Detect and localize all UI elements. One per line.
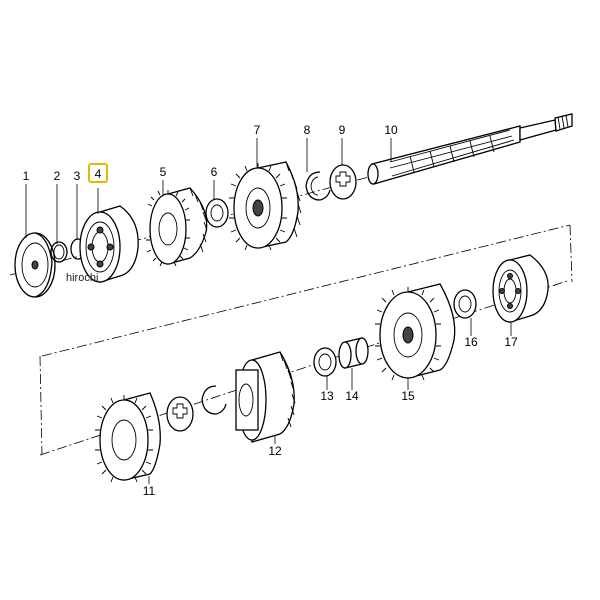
part-4-highlight-box — [88, 163, 108, 183]
label-part-16[interactable]: 16 — [464, 335, 478, 349]
part-7-large-gear[interactable] — [229, 161, 302, 251]
label-part-4[interactable]: 4 — [95, 167, 102, 181]
label-part-2[interactable]: 2 — [54, 169, 61, 183]
label-part-8[interactable]: 8 — [304, 123, 311, 137]
label-part-17[interactable]: 17 — [504, 335, 518, 349]
label-part-1[interactable]: 1 — [23, 169, 30, 183]
part-6-washer[interactable] — [205, 198, 229, 228]
row-connector-left — [39, 355, 43, 456]
label-part-14[interactable]: 14 — [345, 389, 359, 403]
label-part-12[interactable]: 12 — [268, 444, 282, 458]
label-part-9[interactable]: 9 — [339, 123, 346, 137]
part-15-large-gear[interactable] — [375, 283, 456, 381]
part-12-sliding-gear[interactable] — [235, 351, 296, 443]
row-connector-right — [569, 224, 573, 283]
label-part-7[interactable]: 7 — [254, 123, 261, 137]
part-lock-washer-lower[interactable] — [166, 396, 194, 432]
label-part-3[interactable]: 3 — [74, 169, 81, 183]
label-part-11[interactable]: 11 — [143, 484, 156, 498]
part-1-cover-cup[interactable] — [14, 232, 56, 298]
part-16-washer[interactable] — [453, 289, 477, 319]
part-10-main-shaft[interactable] — [367, 113, 573, 185]
part-circlip-lower[interactable] — [201, 385, 227, 415]
label-part-15[interactable]: 15 — [401, 389, 415, 403]
part-14-needle-bushing[interactable] — [338, 337, 369, 369]
label-part-5[interactable]: 5 — [160, 165, 167, 179]
row-connector-top — [41, 224, 571, 357]
label-part-6[interactable]: 6 — [211, 165, 218, 179]
label-part-10[interactable]: 10 — [384, 123, 398, 137]
part-8-circlip[interactable] — [305, 171, 331, 201]
label-part-13[interactable]: 13 — [320, 389, 334, 403]
part-11-gear[interactable] — [95, 392, 161, 483]
part-13-washer[interactable] — [313, 347, 337, 377]
part-2-circlip[interactable] — [50, 241, 68, 263]
part-5-small-gear[interactable] — [146, 187, 208, 267]
part-4-ball-bearing[interactable] — [79, 205, 139, 283]
leader-lines — [25, 138, 512, 484]
part-9-lock-washer[interactable] — [329, 164, 357, 200]
watermark-text: hirochi — [66, 272, 98, 284]
part-17-ball-bearing[interactable] — [492, 254, 549, 323]
